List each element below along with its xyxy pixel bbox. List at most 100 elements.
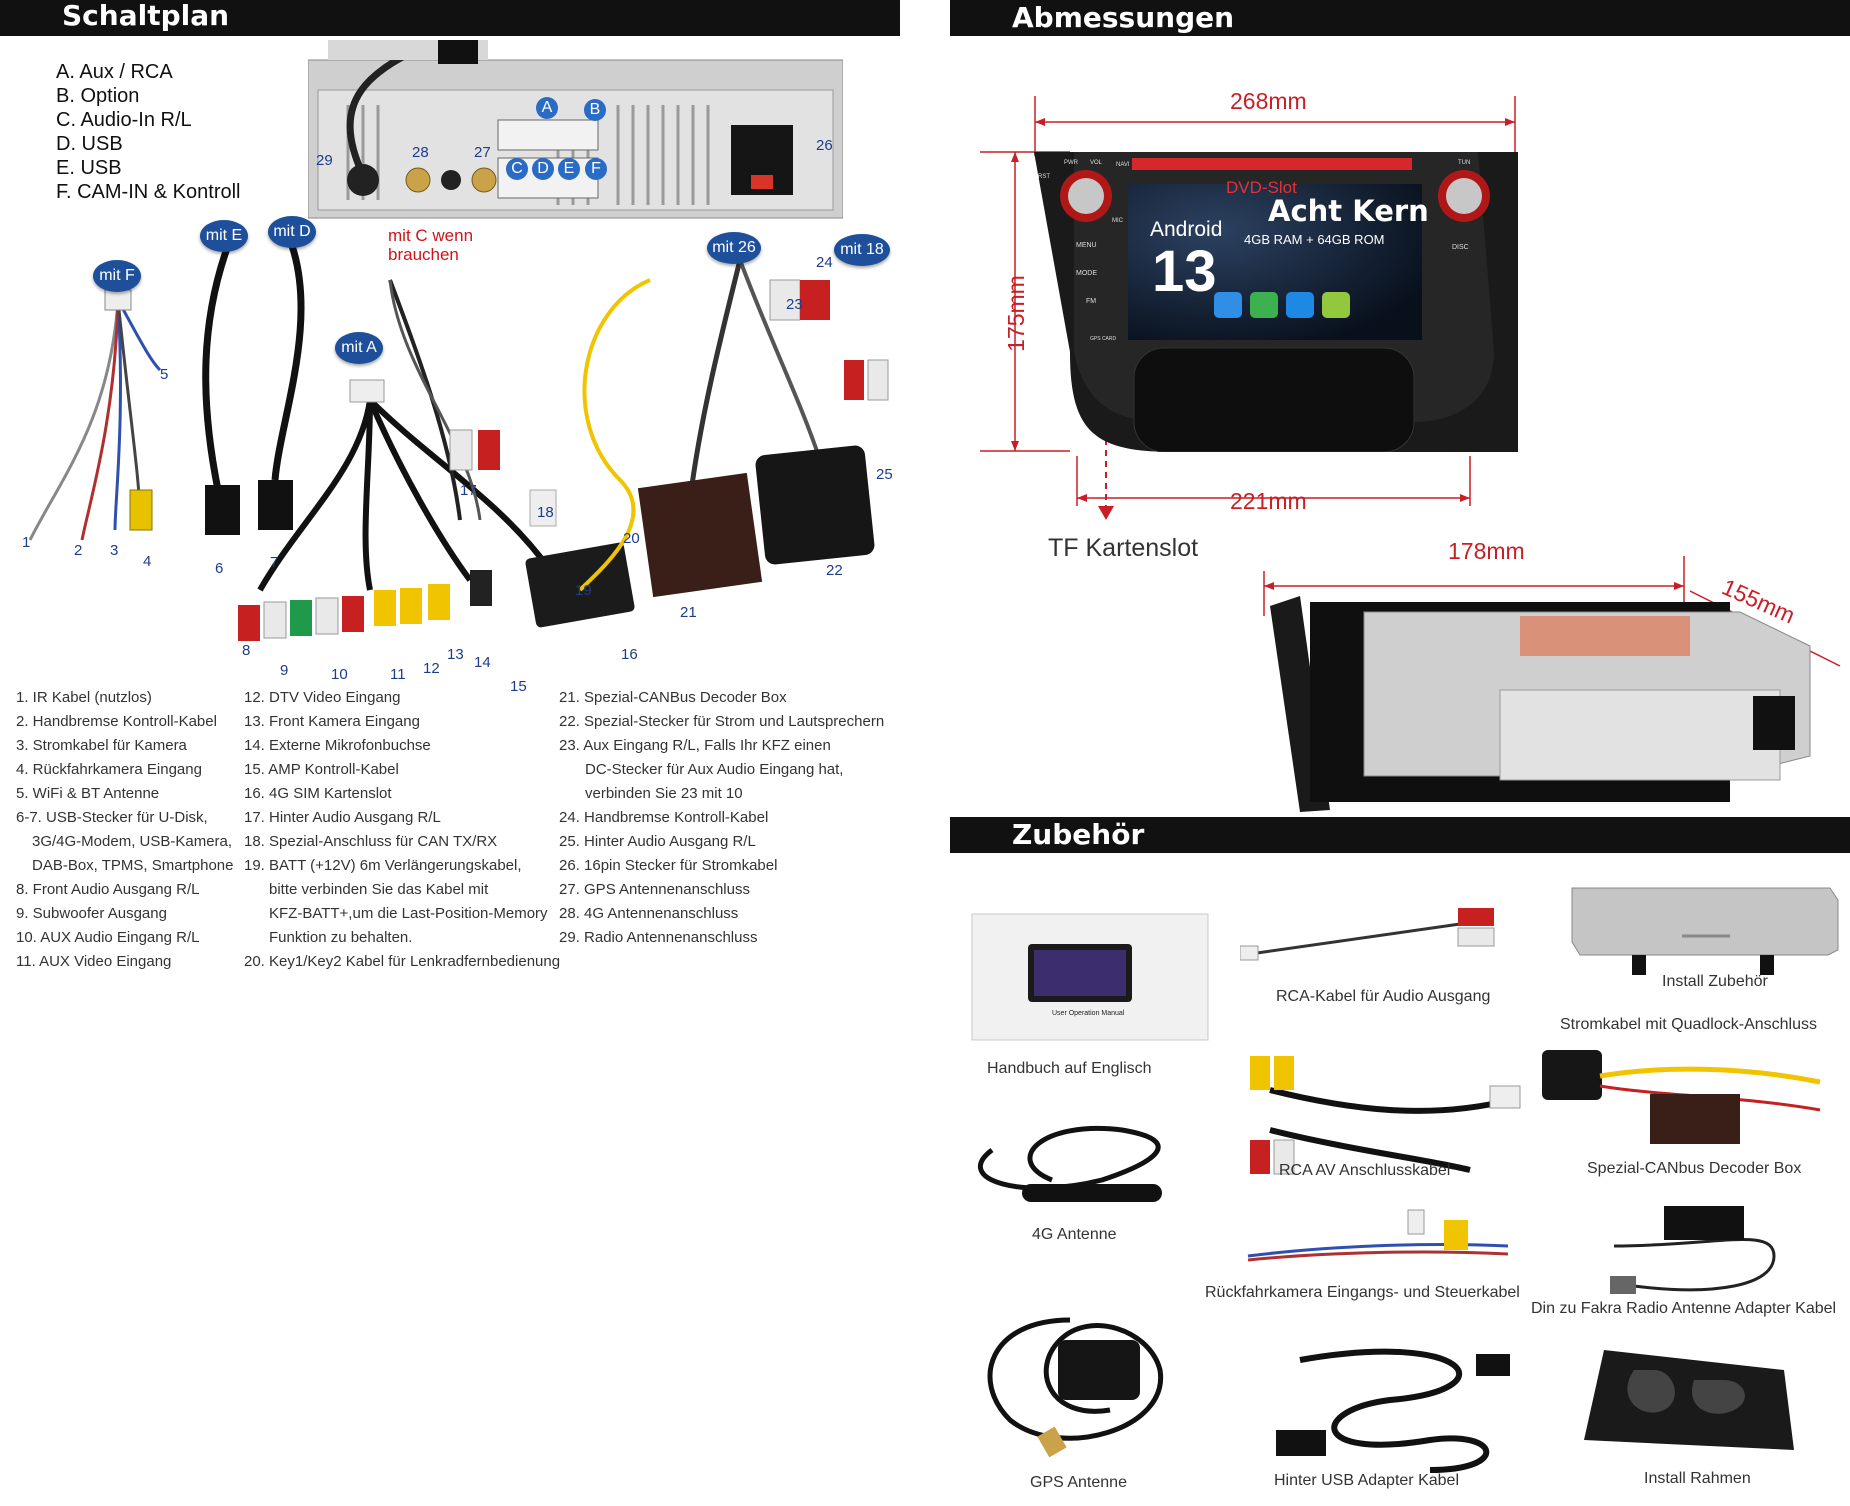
legend-item: 21. Spezial-CANBus Decoder Box — [559, 689, 787, 706]
legend-item: 11. AUX Video Eingang — [16, 953, 172, 970]
cable-number-22: 22 — [826, 562, 843, 579]
dimension-bottom-width: 221mm — [1230, 488, 1307, 514]
legend-item: 8. Front Audio Ausgang R/L — [16, 881, 200, 898]
unit-letter-d: D — [532, 158, 554, 180]
legend-item: 2. Handbremse Kontroll-Kabel — [16, 713, 217, 730]
caption-install-rahmen: Install Rahmen — [1644, 1470, 1751, 1487]
cable-number-18: 18 — [537, 504, 554, 521]
install-frame-image — [1584, 1350, 1794, 1450]
panel-button-mic: MIC — [1112, 218, 1123, 224]
cable-number-15: 15 — [510, 678, 527, 695]
cable-number-4: 4 — [143, 553, 152, 570]
legend-item: 4. Rückfahrkamera Eingang — [16, 761, 202, 778]
legend-item: 5. WiFi & BT Antenne — [16, 785, 160, 802]
legend-item: bitte verbinden Sie das Kabel mit — [269, 881, 489, 898]
panel-button-gps-card: GPS CARD — [1090, 336, 1117, 342]
antenna-4g-image — [977, 1126, 1162, 1202]
note-mit-c: mit C wenn brauchen — [388, 226, 474, 264]
connector-b: B. Option — [56, 85, 140, 107]
connector-c: C. Audio-In R/L — [56, 109, 192, 131]
connector-d: D. USB — [56, 133, 123, 155]
screen-memory: 4GB RAM + 64GB ROM — [1244, 232, 1385, 247]
legend-item: 15. AMP Kontroll-Kabel — [244, 761, 399, 778]
dimension-height: 175mm — [1002, 275, 1029, 352]
section-header-abmessungen: Abmessungen — [950, 0, 1850, 36]
cable-number-12: 12 — [423, 660, 440, 677]
caption-install-zubehoer: Install Zubehör — [1662, 973, 1768, 990]
rca-audio-cable-image — [1240, 908, 1495, 961]
legend-item: 10. AUX Audio Eingang R/L — [16, 929, 200, 946]
badge-mit-18: mit 18 — [834, 234, 890, 266]
head-unit-front-image: DVD-Slot Acht Kern Android 13 4GB RAM + … — [1034, 152, 1518, 452]
screen-os: Android — [1150, 218, 1223, 241]
cable-number-2: 2 — [74, 542, 83, 559]
section-header-zubehoer: Zubehör — [950, 817, 1850, 853]
legend-item: 18. Spezial-Anschluss für CAN TX/RX — [244, 833, 498, 850]
cable-number-8: 8 — [242, 642, 251, 659]
reverse-camera-cable-image — [1247, 1209, 1509, 1262]
unit-number-28: 28 — [412, 144, 429, 161]
panel-button-vol: VOL — [1090, 160, 1103, 166]
screen-dvd-slot: DVD-Slot — [1226, 178, 1297, 197]
badge-mit-f: mit F — [93, 260, 141, 292]
legend-item: 14. Externe Mikrofonbuchse — [244, 737, 431, 754]
cable-number-6: 6 — [215, 560, 224, 577]
cable-number-3: 3 — [110, 542, 119, 559]
cable-number-13: 13 — [447, 646, 464, 663]
legend-column-2: 12. DTV Video Eingang 13. Front Kamera E… — [244, 686, 560, 974]
legend-item: 27. GPS Antennenanschluss — [559, 881, 750, 898]
cable-number-9: 9 — [280, 662, 289, 679]
caption-gps-antenne: GPS Antenne — [1030, 1474, 1127, 1491]
legend-item: 3G/4G-Modem, USB-Kamera, — [32, 833, 233, 850]
dimension-depth: 178mm — [1448, 538, 1525, 564]
connector-f: F. CAM-IN & Kontroll — [56, 181, 241, 203]
legend-item: 19. BATT (+12V) 6m Verlängerungskabel, — [244, 857, 522, 874]
legend-item: 12. DTV Video Eingang — [244, 689, 401, 706]
badge-mit-a: mit A — [335, 332, 383, 364]
panel-button-mode: MODE — [1076, 270, 1097, 277]
legend-item: Funktion zu behalten. — [269, 929, 413, 946]
cable-number-20: 20 — [623, 530, 640, 547]
install-accessories-image — [1571, 887, 1839, 975]
cable-number-17: 17 — [460, 482, 477, 499]
cable-number-10: 10 — [331, 666, 348, 683]
legend-item: 6-7. USB-Stecker für U-Disk, — [16, 809, 208, 826]
cable-number-24: 24 — [816, 254, 833, 271]
panel-button-fm: FM — [1086, 298, 1097, 305]
unit-letter-f: F — [585, 158, 607, 180]
legend-item: 3. Stromkabel für Kamera — [16, 737, 187, 754]
cable-number-11: 11 — [390, 666, 406, 683]
connector-a: A. Aux / RCA — [56, 61, 173, 83]
cable-number-21: 21 — [680, 604, 697, 621]
legend-item: 13. Front Kamera Eingang — [244, 713, 420, 730]
legend-item: 22. Spezial-Stecker für Strom und Lautsp… — [559, 713, 885, 730]
cable-harness-drawing — [28, 238, 889, 641]
badge-mit-d: mit D — [268, 216, 316, 248]
panel-button-navi: NAVI — [1116, 162, 1130, 168]
cable-number-16: 16 — [621, 646, 638, 663]
cable-number-25: 25 — [876, 466, 893, 483]
legend-item: 28. 4G Antennenanschluss — [559, 905, 739, 922]
unit-number-29: 29 — [316, 152, 333, 169]
head-unit-side-image — [1270, 586, 1830, 812]
caption-canbus-decoder: Spezial-CANbus Decoder Box — [1587, 1160, 1802, 1177]
legend-item: 16. 4G SIM Kartenslot — [244, 785, 392, 802]
head-unit-rear-drawing — [308, 40, 843, 219]
manual-title: User Operation Manual — [1052, 1010, 1125, 1017]
section-header-schaltplan: Schaltplan — [0, 0, 900, 36]
head-unit-front-drawing — [1034, 152, 1518, 452]
legend-item: 9. Subwoofer Ausgang — [16, 905, 167, 922]
cable-number-23: 23 — [786, 296, 803, 313]
caption-stromkabel: Stromkabel mit Quadlock-Anschluss — [1560, 1016, 1817, 1033]
panel-button-pwr: PWR — [1064, 160, 1078, 166]
unit-number-27: 27 — [474, 144, 491, 161]
unit-letter-a: A — [536, 97, 558, 119]
cable-number-1: 1 — [22, 534, 31, 551]
legend-item: 23. Aux Eingang R/L, Falls Ihr KFZ einen — [559, 737, 831, 754]
din-fakra-adapter-image — [1610, 1206, 1776, 1294]
cable-number-5: 5 — [160, 366, 169, 383]
cable-number-7: 7 — [270, 554, 279, 571]
canbus-decoder-image — [1542, 1050, 1821, 1144]
unit-letter-b: B — [584, 99, 606, 121]
caption-rueckfahrkamera: Rückfahrkamera Eingangs- und Steuerkabel — [1205, 1284, 1520, 1301]
